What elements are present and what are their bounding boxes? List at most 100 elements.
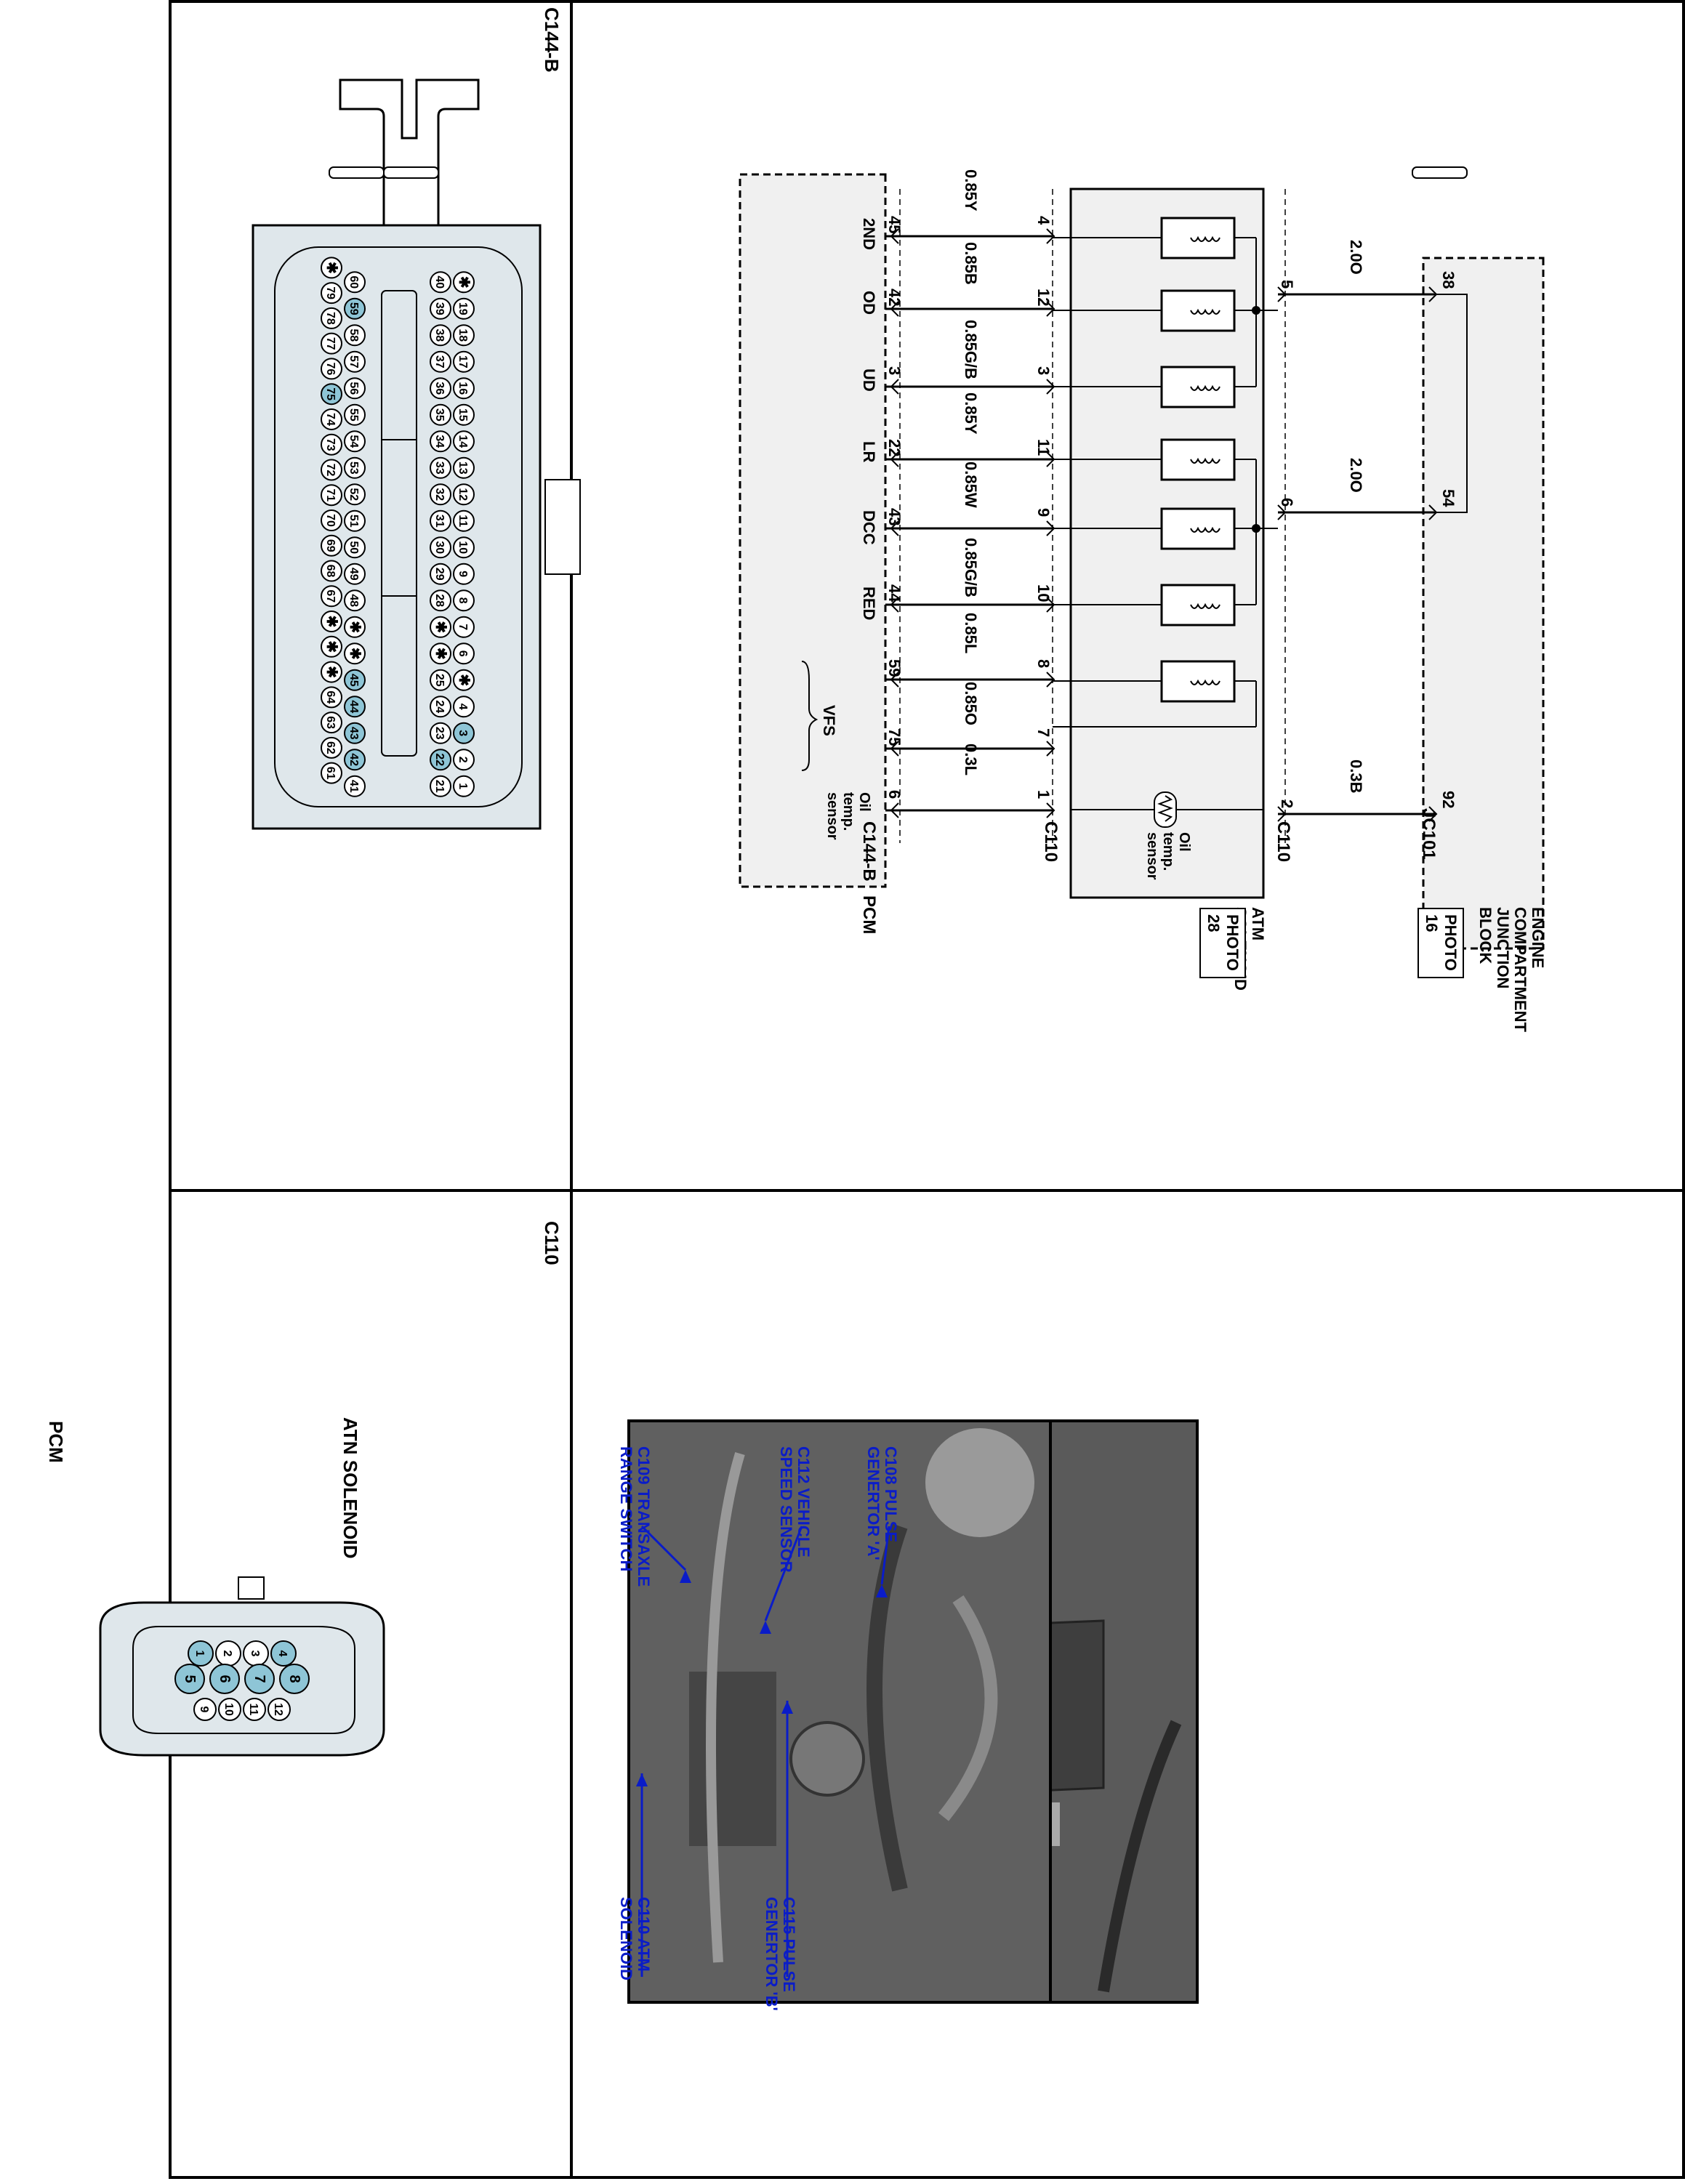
c144b-pin-76 <box>321 358 342 380</box>
c144b-pin-13 <box>453 456 475 479</box>
c144b-pin-72 <box>321 459 342 481</box>
c144b-pin-label: 55 <box>347 408 360 422</box>
c144b-pin-label: 2 <box>457 757 469 763</box>
c144b-pin-label: 10 <box>457 541 469 554</box>
c144b-pin-label: 25 <box>433 674 446 687</box>
c144b-pin-53 <box>344 456 366 479</box>
oil-sensor-label: temp. <box>1160 832 1176 871</box>
c144b-pin-label: 72 <box>324 464 337 477</box>
c110-pin-8 <box>279 1664 310 1694</box>
c144b-pin-label: ✱ <box>323 616 339 628</box>
c144b-pin-38 <box>430 324 451 347</box>
pcm-block <box>739 173 887 888</box>
c110-pin-5 <box>174 1664 205 1694</box>
c144b-pin-61 <box>321 762 342 784</box>
c110-pin-number: 7 <box>1034 728 1053 737</box>
c144b-pin-label: 74 <box>324 413 337 426</box>
c110-pin-number: 9 <box>1034 508 1053 517</box>
c110-pin-label: 10 <box>222 1703 235 1716</box>
c110-pin-label: 4 <box>276 1651 289 1657</box>
c144b-pin-label: 17 <box>457 355 469 368</box>
wire-color: 0.85Y <box>962 169 980 211</box>
c144b-pin-blank <box>453 271 475 294</box>
c144b-pin-blank <box>321 661 342 683</box>
c144b-pin-label: 3 <box>457 730 469 736</box>
c144b-pin-label: 33 <box>433 462 446 475</box>
c110-pin-6 <box>209 1664 240 1694</box>
c144b-title: C144-B <box>541 7 563 73</box>
c144b-pin-57 <box>344 350 366 373</box>
c144b-pin-label: 37 <box>433 355 446 368</box>
solenoid-coil <box>1053 438 1256 481</box>
c144b-pin-50 <box>344 536 366 559</box>
jb-photo-text: 16 <box>1423 914 1441 932</box>
wire-color: 0.85W <box>962 462 980 508</box>
c144b-pin-label: 41 <box>347 780 360 793</box>
c144b-pin-10 <box>453 536 475 559</box>
c144b-pin-label: 60 <box>347 275 360 289</box>
c144b-pin-label: 35 <box>433 408 446 422</box>
c144b-pin-label: 24 <box>433 700 446 713</box>
solenoid-coil <box>1053 366 1256 408</box>
solenoid-coil <box>1053 289 1256 332</box>
pcm-pin-number: 3 <box>885 366 904 375</box>
c144b-pin-blank <box>430 616 451 638</box>
c144b-pin-18 <box>453 324 475 347</box>
c144b-pin-55 <box>344 403 366 426</box>
c144b-pin-64 <box>321 686 342 709</box>
callout-text: C109 TRANSAXLE <box>635 1446 653 1587</box>
c144b-pin-label: 70 <box>324 514 337 527</box>
c144b-pin-label: 15 <box>457 408 469 422</box>
c110-pin-number: 8 <box>1034 659 1053 668</box>
c144b-pin-label: ✱ <box>323 640 339 653</box>
c110-pin-label: 12 <box>272 1703 284 1716</box>
vfs-text: VFS <box>820 705 838 736</box>
c144b-pin-49 <box>344 563 366 585</box>
c144b-pin-blank <box>430 642 451 665</box>
c144b-pin-7 <box>453 616 475 638</box>
c144b-pin-label: 30 <box>433 541 446 554</box>
c110-pin-label: 8 <box>286 1675 302 1683</box>
c144b-pin-15 <box>453 403 475 426</box>
c144b-pin-41 <box>344 775 366 797</box>
c144b-pin-4 <box>453 696 475 718</box>
signal-name: OD <box>860 291 878 315</box>
c144b-pin-label: 71 <box>324 488 337 501</box>
c144b-pin-label: 43 <box>347 727 360 740</box>
c144b-pin-label: 1 <box>457 783 469 789</box>
callout-text: C115 PULSE <box>780 1897 798 1992</box>
wire-color: 2.0O <box>1347 240 1365 275</box>
atm-photo-box <box>1199 908 1246 978</box>
pcm-oil-sensor-label: temp. <box>840 792 856 831</box>
c144b-pin-label: 56 <box>347 382 360 395</box>
c144b-pin-label: ✱ <box>323 262 339 274</box>
c144b-pin-9 <box>453 563 475 585</box>
c110-lower-label: C110 <box>1041 821 1061 862</box>
c144b-pin-label: 28 <box>433 594 446 607</box>
c144b-pin-label: 31 <box>433 515 446 528</box>
c110-pin-label: 2 <box>221 1651 233 1657</box>
c144b-pin-label: 14 <box>457 435 469 448</box>
c144b-pin-label: 53 <box>347 462 360 475</box>
page-frame <box>169 0 1685 2179</box>
c110-pin-label: 3 <box>249 1651 261 1657</box>
atm-label-line: ATM <box>1249 907 1267 940</box>
pcm-pin-number: 42 <box>885 289 904 306</box>
c110-pin-label: 11 <box>247 1704 260 1716</box>
c110-pin-label: 6 <box>217 1675 233 1683</box>
jb-label-line: ENGINE <box>1529 907 1547 968</box>
signal-name: 2ND <box>860 218 878 250</box>
c144b-pin-51 <box>344 509 366 532</box>
jb-label-line: BLOCK <box>1476 907 1495 964</box>
c144b-pin-label: 52 <box>347 488 360 501</box>
c110-pin-number: 4 <box>1034 216 1053 225</box>
c144b-pin-70 <box>321 509 342 531</box>
